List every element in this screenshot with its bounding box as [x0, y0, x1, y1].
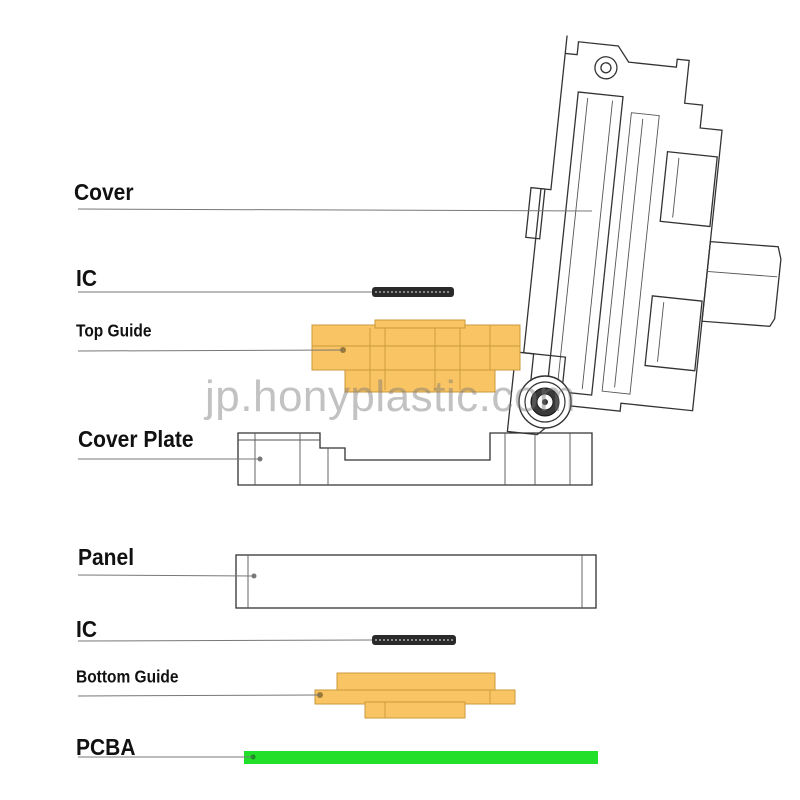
- label-pcba: PCBA: [76, 735, 136, 761]
- label-ic-top: IC: [76, 266, 97, 292]
- label-panel: Panel: [78, 545, 135, 571]
- label-ic-bottom: IC: [76, 617, 97, 643]
- bottom-guide-part: [314, 672, 516, 719]
- pcba-part: [244, 751, 598, 764]
- top-guide-part: [311, 319, 521, 393]
- label-cover-plate: Cover Plate: [78, 427, 194, 453]
- ic-top-part: [372, 287, 454, 297]
- label-top-guide: Top Guide: [76, 322, 152, 342]
- watermark-text: jp.honyplastic.com: [205, 372, 576, 421]
- cover-plate-part: [237, 432, 593, 486]
- label-bottom-guide: Bottom Guide: [76, 668, 179, 688]
- panel-part: [235, 554, 597, 609]
- ic-bottom-part: [372, 635, 456, 645]
- leader-lines: [77, 208, 593, 758]
- hinge-wheel: [518, 375, 572, 429]
- label-cover: Cover: [74, 180, 134, 206]
